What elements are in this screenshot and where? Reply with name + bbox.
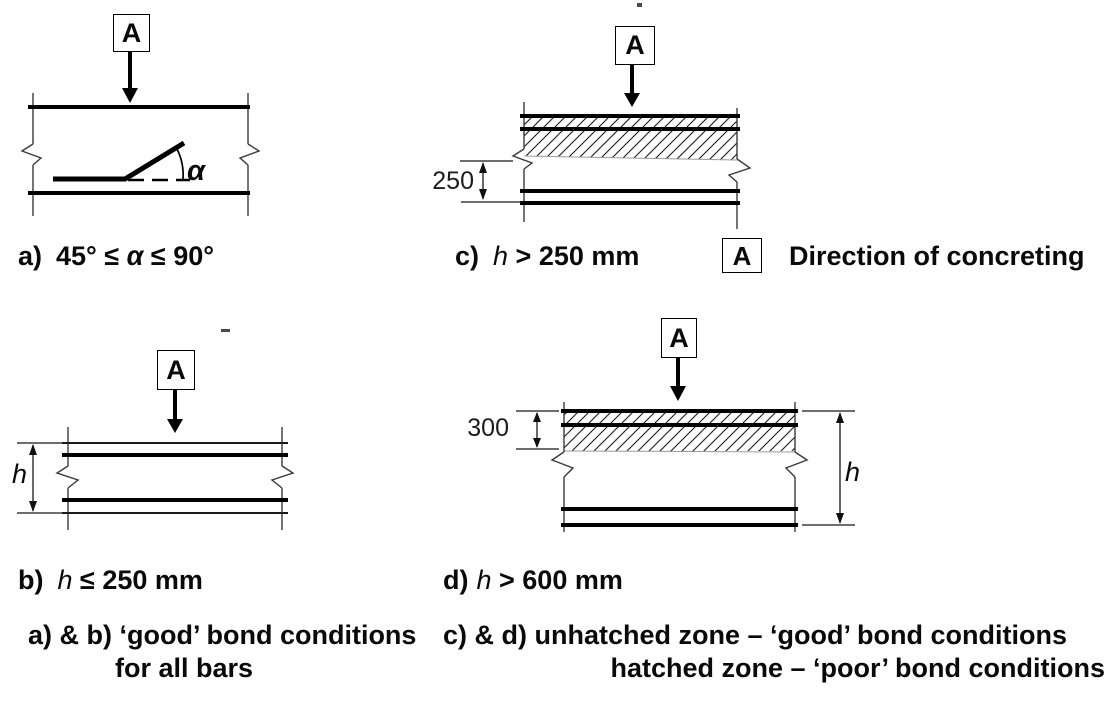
- caption-d-label: d): [443, 565, 469, 595]
- dimension-h-b: [17, 442, 64, 514]
- note-good-bond-line1: a) & b) ‘good’ bond conditions: [28, 620, 417, 650]
- break-mark: [270, 465, 295, 489]
- concreting-arrow-b-icon: [167, 389, 183, 433]
- break-mark: [784, 451, 809, 478]
- concreting-arrow-d-icon: [670, 357, 686, 401]
- caption-a-label: a): [18, 241, 43, 271]
- note-hatched-zone-line2: hatched zone – ‘poor’ bond conditions: [610, 653, 1105, 683]
- break-mark: [511, 148, 534, 170]
- scan-speck: [221, 329, 230, 332]
- dimension-250-label: 250: [432, 167, 474, 195]
- legend-text: Direction of concreting: [789, 241, 1085, 271]
- caption-b: b) h ≤ 250 mm: [18, 565, 203, 596]
- concreting-arrow-a-icon: [122, 52, 138, 103]
- marker-letter: A: [166, 354, 186, 385]
- angle-arc: [176, 148, 184, 180]
- section-marker-b: A: [157, 350, 195, 390]
- scan-speck: [637, 3, 642, 7]
- caption-d: d)h > 600 mm: [443, 565, 623, 596]
- height-label-d: h: [845, 457, 861, 487]
- caption-b-post: ≤ 250 mm: [72, 565, 203, 595]
- dimension-300: [516, 410, 559, 450]
- marker-letter: A: [121, 17, 142, 48]
- marker-letter: A: [732, 240, 752, 271]
- height-label-b: h: [12, 459, 28, 489]
- dimension-300-label: 300: [467, 414, 509, 442]
- diagram-d: [516, 357, 855, 532]
- marker-letter: A: [625, 30, 645, 60]
- section-marker-d: A: [661, 318, 697, 358]
- break-mark: [55, 465, 80, 489]
- diagram-a: [20, 52, 261, 216]
- caption-a-pre: 45° ≤: [56, 241, 127, 271]
- caption-a-post: ≤ 90°: [143, 241, 215, 271]
- caption-c-label: c): [455, 241, 480, 271]
- break-mark: [550, 451, 575, 478]
- break-mark: [20, 143, 43, 166]
- concreting-arrow-c-icon: [624, 64, 640, 107]
- marker-letter: A: [669, 322, 689, 353]
- angle-alpha-label: α: [187, 155, 205, 187]
- caption-d-post: > 600 mm: [491, 565, 623, 595]
- caption-a-alpha: α: [126, 241, 144, 271]
- legend-marker: A: [722, 238, 762, 273]
- inclined-rebar: [53, 140, 186, 182]
- section-marker-a: A: [113, 14, 150, 52]
- note-hatched-zone-line1: c) & d) unhatched zone – ‘good’ bond con…: [443, 620, 1067, 650]
- caption-c-h: h: [493, 241, 509, 271]
- caption-c: c) h > 250 mm: [455, 241, 639, 272]
- hatched-zone-d: [564, 413, 795, 451]
- caption-b-h: h: [57, 565, 73, 595]
- section-marker-c: A: [615, 26, 655, 65]
- hatched-zone-c: [524, 114, 737, 160]
- break-mark: [238, 143, 261, 166]
- note-good-bond-line2: for all bars: [115, 653, 254, 683]
- diagram-c: [460, 64, 752, 229]
- break-mark: [727, 158, 752, 183]
- caption-b-label: b): [18, 565, 44, 595]
- diagram-b: [17, 389, 295, 530]
- caption-a: a) 45° ≤ α ≤ 90°: [18, 241, 214, 272]
- caption-d-h: h: [476, 565, 492, 595]
- dimension-250: [460, 160, 524, 203]
- dimension-h-d: [802, 410, 855, 526]
- caption-c-post: > 250 mm: [508, 241, 640, 271]
